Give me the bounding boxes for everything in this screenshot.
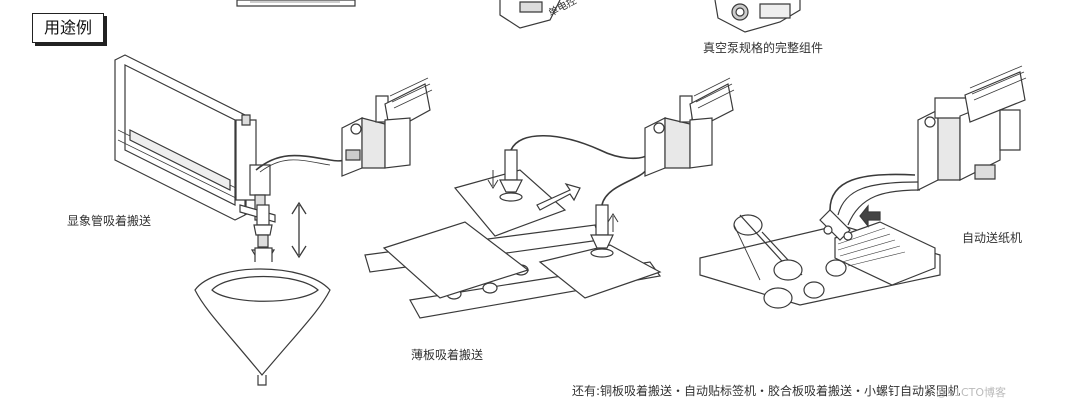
ejector-valve-2 [645, 78, 734, 176]
top-valve-fragment-right [715, 0, 800, 32]
crt-handling-illustration [115, 55, 355, 385]
application-label-paper-feeder: 自动送纸机 [962, 231, 1023, 245]
paper-feeder-illustration [700, 174, 940, 308]
ejector-valve-1 [342, 78, 432, 176]
top-valve-fragment-left [237, 0, 560, 28]
vacuum-pump-unit-label: 真空泵规格的完整组件 [703, 41, 824, 55]
watermark: @51CTO博客 [936, 386, 1007, 399]
application-label-thin-plate: 薄板吸着搬送 [411, 348, 484, 362]
application-label-crt: 显象管吸着搬送 [67, 214, 152, 228]
footer-note: 还有:铜板吸着搬送・自动贴标签机・胶合板吸着搬送・小螺钉自动紧固机 [572, 384, 961, 398]
thin-plate-handling-illustration [365, 136, 660, 318]
vacuum-pump-manifold [918, 66, 1026, 190]
section-title: 用途例 [32, 13, 104, 43]
